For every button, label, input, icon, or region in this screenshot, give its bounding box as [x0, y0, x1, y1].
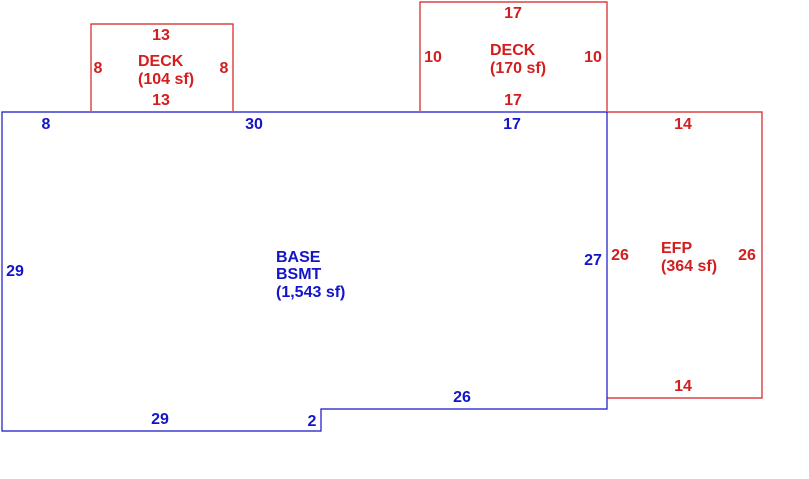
base-dim-bottom-left: 29 — [151, 411, 169, 428]
base-dim-bottom-right: 26 — [453, 389, 471, 406]
deck-small-dim-bottom: 13 — [152, 92, 170, 109]
deck-small-outline — [90, 23, 234, 111]
base-dim-step: 2 — [307, 413, 317, 430]
efp-dim-bottom: 14 — [674, 378, 692, 395]
deck-large-dim-bottom: 17 — [504, 92, 522, 109]
base-dim-left: 29 — [6, 263, 24, 280]
efp-dim-left: 26 — [611, 247, 629, 264]
deck-small-name: DECK — [138, 53, 184, 70]
efp-dim-right: 26 — [738, 247, 756, 264]
deck-large-dim-left: 10 — [424, 49, 442, 66]
efp-dim-top: 14 — [674, 116, 692, 133]
deck-large-dim-top: 17 — [504, 5, 522, 22]
deck-large-name: DECK — [490, 42, 536, 59]
deck-small-dim-top: 13 — [152, 27, 170, 44]
deck-large-area: (170 sf) — [490, 60, 547, 77]
efp-area: (364 sf) — [661, 258, 718, 275]
deck-large-dim-right: 10 — [584, 49, 602, 66]
deck-small-dim-right: 8 — [219, 60, 229, 77]
efp-name: EFP — [661, 240, 693, 257]
deck-large-outline — [419, 1, 608, 111]
base-name-line2: BSMT — [276, 266, 322, 283]
deck-small-area: (104 sf) — [138, 71, 195, 88]
base-dim-top-mid: 30 — [245, 116, 263, 133]
base-name-line1: BASE — [276, 249, 321, 266]
base-dim-top-left: 8 — [41, 116, 51, 133]
base-area: (1,543 sf) — [276, 284, 346, 301]
efp-outline — [607, 111, 763, 399]
base-outline — [1, 111, 608, 432]
deck-small-dim-left: 8 — [93, 60, 103, 77]
base-dim-top-right: 17 — [503, 116, 521, 133]
base-dim-right: 27 — [584, 252, 602, 269]
